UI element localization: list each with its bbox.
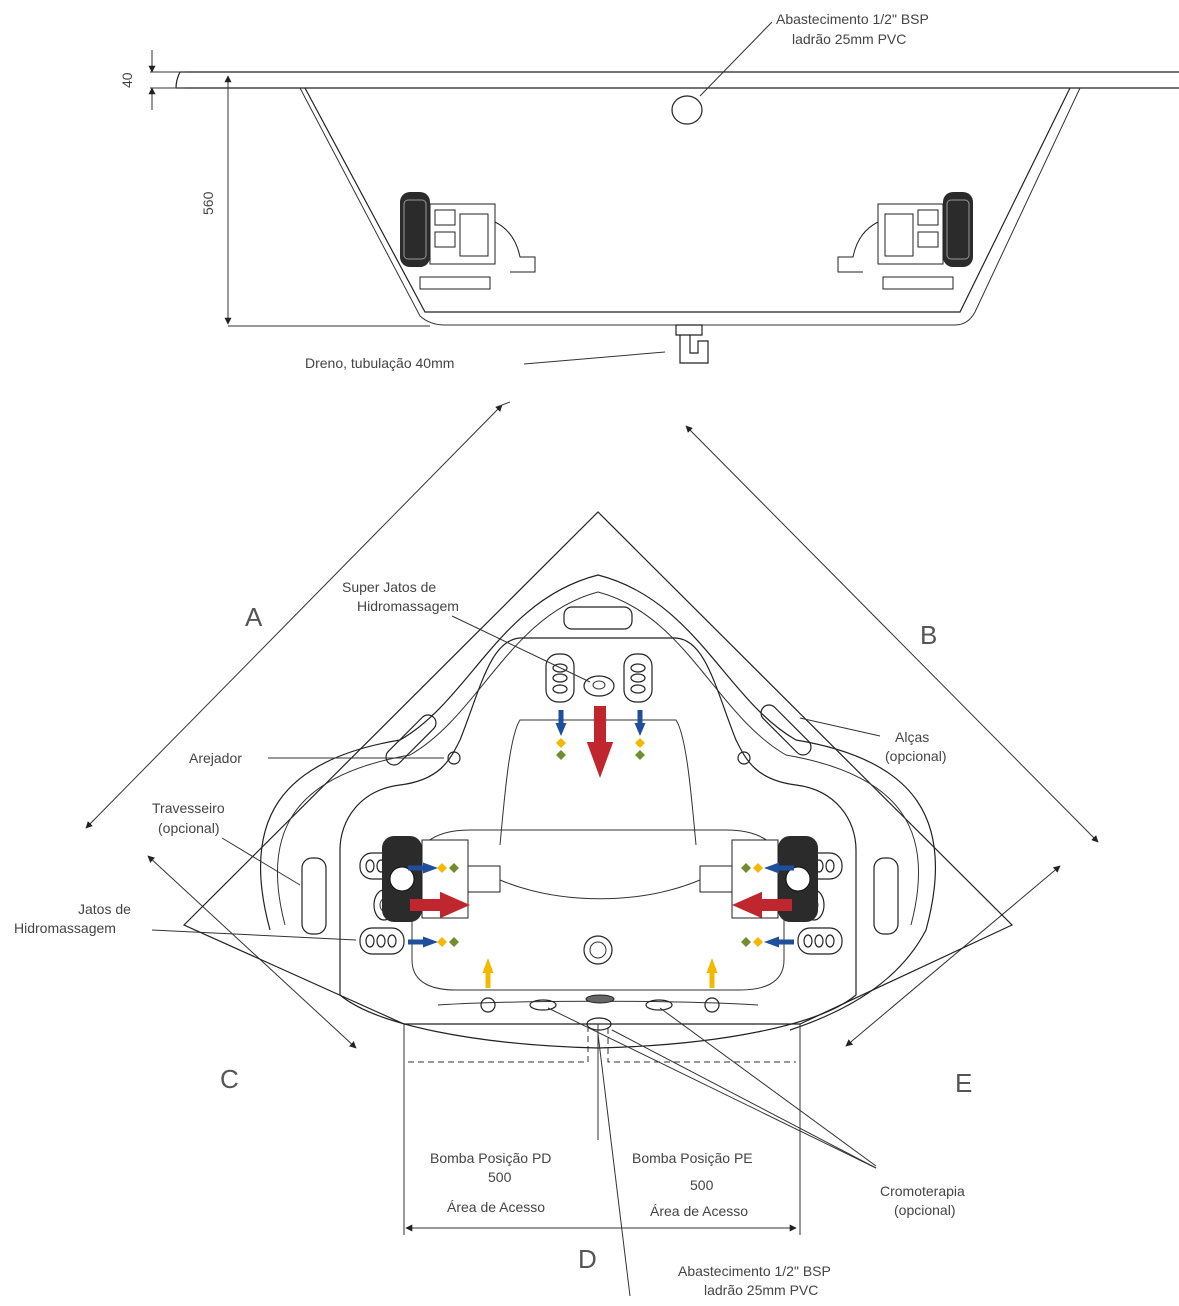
flow-marker-yellow-right-upper xyxy=(753,863,763,873)
flow-marker-yellow-top-left xyxy=(556,738,566,748)
handle-right xyxy=(760,704,812,756)
flow-marker-green-top-right xyxy=(635,750,645,760)
side-view: 40 560 Abastecimento 1/2" BSP ladrão 25m… xyxy=(119,11,1179,371)
handles-label-1: Alças xyxy=(895,729,929,745)
flow-arrow-yellow-bottom-right xyxy=(706,958,718,988)
super-jets-label-2: Hidromassagem xyxy=(357,598,459,614)
tub-footprint xyxy=(182,511,1014,1025)
supply-label-bottom-2: ladrão 25mm PVC xyxy=(704,1282,818,1298)
pillow-label-2: (opcional) xyxy=(158,820,219,836)
flow-arrow-blue-left-upper xyxy=(408,862,438,874)
access-pd-label: Área de Acesso xyxy=(447,1199,545,1215)
drain-pipe xyxy=(675,324,709,364)
super-jets-label-1: Super Jatos de xyxy=(342,579,436,595)
jet-cluster-right-lower xyxy=(797,927,843,955)
flow-marker-green-top-left xyxy=(556,750,566,760)
jets-label-1: Jatos de xyxy=(78,901,131,917)
drain-label: Dreno, tubulação 40mm xyxy=(305,355,454,371)
flow-arrow-red-right xyxy=(732,891,792,919)
chromo-right xyxy=(645,999,673,1011)
handles-label-2: (opcional) xyxy=(885,748,946,764)
supply-label-top-2: ladrão 25mm PVC xyxy=(792,31,906,47)
supply-label-bottom-1: Abastecimento 1/2" BSP xyxy=(678,1263,831,1279)
aerator-left xyxy=(447,751,461,765)
aerator-right xyxy=(737,751,751,765)
access-pe-label: Área de Acesso xyxy=(650,1203,748,1219)
flow-marker-yellow-left-lower xyxy=(437,937,447,947)
chromo-center xyxy=(585,994,615,1004)
pillow-right xyxy=(873,857,899,935)
chromo-label-2: (opcional) xyxy=(894,1202,955,1218)
dim-depth-text: 560 xyxy=(200,191,216,215)
dim-label-a: A xyxy=(245,602,263,632)
pillow-left xyxy=(301,857,327,935)
supply-label-top-1: Abastecimento 1/2" BSP xyxy=(776,11,929,27)
jet-cluster-top-right xyxy=(623,653,653,703)
tub-rim xyxy=(175,71,1179,89)
pump-pe-label: Bomba Posição PE xyxy=(632,1150,753,1166)
flow-marker-green-left-upper xyxy=(449,863,459,873)
flow-marker-yellow-right-lower xyxy=(753,937,763,947)
flow-arrow-blue-left-lower xyxy=(408,936,438,948)
tub-rim-top xyxy=(259,574,937,1031)
flow-arrow-red-top xyxy=(586,706,614,778)
flow-arrows xyxy=(408,706,794,988)
chromo-left xyxy=(529,999,557,1011)
aerator-label: Arejador xyxy=(189,750,242,766)
flow-arrow-blue-top-left xyxy=(555,710,567,736)
supply-fitting xyxy=(586,1017,612,1031)
left-pump-side xyxy=(399,191,536,290)
flow-arrow-red-left xyxy=(410,891,470,919)
tub-body-outline xyxy=(304,87,1071,313)
flow-marker-green-right-upper xyxy=(741,863,751,873)
light-right xyxy=(704,997,720,1013)
handle-left xyxy=(385,714,437,766)
flow-arrow-blue-right-upper xyxy=(764,862,794,874)
overflow-fitting xyxy=(671,95,703,125)
jet-cluster-left-lower xyxy=(359,927,405,955)
flow-marker-yellow-left-upper xyxy=(437,863,447,873)
right-pump-side xyxy=(837,191,974,290)
dim-rim-text: 40 xyxy=(119,72,135,88)
chromo-label-1: Cromoterapia xyxy=(880,1183,965,1199)
dim-label-b: B xyxy=(920,620,937,650)
pump-pd-label: Bomba Posição PD xyxy=(430,1150,551,1166)
super-jet-top xyxy=(583,675,615,697)
pillow-label-1: Travesseiro xyxy=(152,800,225,816)
flow-marker-green-left-lower xyxy=(449,937,459,947)
jet-cluster-top-left xyxy=(545,653,575,703)
jets-label-2: Hidromassagem xyxy=(14,920,116,936)
light-left xyxy=(480,997,496,1013)
flow-arrow-blue-right-lower xyxy=(764,936,794,948)
basin-drain xyxy=(583,935,613,965)
pump-pe-size: 500 xyxy=(690,1177,714,1193)
headrest-top xyxy=(563,606,633,630)
dim-label-d: D xyxy=(578,1244,597,1274)
flow-marker-green-right-lower xyxy=(741,937,751,947)
pump-pd-size: 500 xyxy=(488,1169,512,1185)
flow-marker-yellow-top-right xyxy=(635,738,645,748)
flow-arrow-blue-top-right xyxy=(634,710,646,736)
dim-label-c: C xyxy=(220,1064,239,1094)
top-view: A B C D E Super Jatos de Hidromassagem A… xyxy=(14,401,1099,1298)
dim-label-e: E xyxy=(955,1068,972,1098)
flow-arrow-yellow-bottom-left xyxy=(482,958,494,988)
tub-basin xyxy=(339,637,857,1049)
